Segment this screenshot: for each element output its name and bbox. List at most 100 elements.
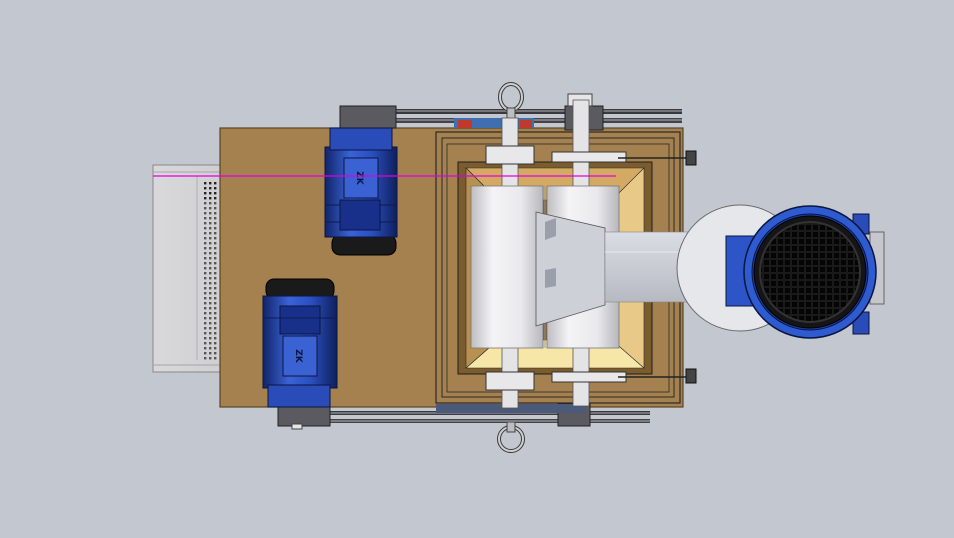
vent-hole xyxy=(204,357,207,360)
vent-hole xyxy=(204,267,207,270)
vent-hole xyxy=(209,247,212,250)
vent-hole xyxy=(214,337,217,340)
vent-hole xyxy=(204,227,207,230)
vent-hole xyxy=(209,222,212,225)
vent-hole xyxy=(209,287,212,290)
vent-hole xyxy=(209,237,212,240)
vent-hole xyxy=(209,202,212,205)
vent-hole xyxy=(204,302,207,305)
vent-hole xyxy=(214,242,217,245)
vent-hole xyxy=(204,317,207,320)
vent-hole xyxy=(204,182,207,185)
vent-hole xyxy=(214,352,217,355)
fan-motor xyxy=(676,204,885,339)
vent-hole xyxy=(214,347,217,350)
vent-hole xyxy=(209,267,212,270)
vent-hole xyxy=(209,352,212,355)
vent-hole xyxy=(214,192,217,195)
vent-hole xyxy=(214,277,217,280)
vent-hole xyxy=(204,242,207,245)
vent-hole xyxy=(204,247,207,250)
vent-hole xyxy=(204,202,207,205)
motor-top-label: ZK xyxy=(354,171,364,186)
vent-hole xyxy=(204,222,207,225)
vent-hole xyxy=(204,297,207,300)
vent-hole xyxy=(209,187,212,190)
vent-hole xyxy=(204,237,207,240)
vent-hole xyxy=(214,282,217,285)
vent-hole xyxy=(204,217,207,220)
vent-hole xyxy=(214,267,217,270)
vent-hole xyxy=(214,212,217,215)
vent-hole xyxy=(209,192,212,195)
vent-hole xyxy=(214,272,217,275)
vent-hole xyxy=(204,332,207,335)
vent-hole xyxy=(204,282,207,285)
vent-hole xyxy=(209,297,212,300)
vent-hole xyxy=(214,332,217,335)
vent-hole xyxy=(214,287,217,290)
vent-hole xyxy=(204,327,207,330)
vent-hole xyxy=(209,322,212,325)
vent-hole xyxy=(214,222,217,225)
vent-hole xyxy=(204,307,207,310)
vent-hole xyxy=(214,187,217,190)
vent-hole xyxy=(214,307,217,310)
vent-hole xyxy=(209,257,212,260)
vent-hole xyxy=(214,312,217,315)
vent-hole xyxy=(209,347,212,350)
vent-hole xyxy=(209,332,212,335)
vent-hole xyxy=(204,347,207,350)
vent-hole xyxy=(214,202,217,205)
vent-hole xyxy=(214,322,217,325)
vent-hole xyxy=(204,212,207,215)
vent-hole xyxy=(214,182,217,185)
vent-hole xyxy=(214,227,217,230)
vent-hole xyxy=(209,342,212,345)
vent-hole xyxy=(204,232,207,235)
vent-hole xyxy=(214,302,217,305)
vent-hole xyxy=(214,207,217,210)
vent-hole xyxy=(209,317,212,320)
vent-hole xyxy=(204,342,207,345)
vent-hole xyxy=(214,357,217,360)
vent-hole xyxy=(214,237,217,240)
control-cabinet xyxy=(152,164,224,373)
vent-hole xyxy=(204,337,207,340)
vent-hole xyxy=(204,352,207,355)
vent-hole xyxy=(209,302,212,305)
vent-hole xyxy=(214,292,217,295)
vent-hole xyxy=(214,247,217,250)
vent-hole xyxy=(204,192,207,195)
cabinet-vent-holes xyxy=(204,182,217,360)
vent-hole xyxy=(214,252,217,255)
vent-hole xyxy=(204,257,207,260)
vent-hole xyxy=(214,197,217,200)
vent-hole xyxy=(204,207,207,210)
vent-hole xyxy=(204,187,207,190)
vent-hole xyxy=(214,217,217,220)
vent-hole xyxy=(204,322,207,325)
vent-hole xyxy=(204,272,207,275)
vent-hole xyxy=(214,232,217,235)
vent-hole xyxy=(209,262,212,265)
vent-hole xyxy=(209,217,212,220)
vent-hole xyxy=(209,232,212,235)
vent-hole xyxy=(209,307,212,310)
vent-hole xyxy=(204,252,207,255)
vent-hole xyxy=(209,182,212,185)
vent-hole xyxy=(204,312,207,315)
vent-hole xyxy=(214,342,217,345)
vent-hole xyxy=(214,297,217,300)
vent-hole xyxy=(209,277,212,280)
vent-hole xyxy=(209,227,212,230)
lifting-eye-bottom xyxy=(497,421,525,453)
lifting-eye-top xyxy=(498,82,524,123)
motor-bottom: ZK xyxy=(262,278,338,408)
vent-hole xyxy=(209,272,212,275)
vent-hole xyxy=(209,312,212,315)
vent-hole xyxy=(209,282,212,285)
vent-hole xyxy=(204,197,207,200)
vent-hole xyxy=(214,257,217,260)
vent-hole xyxy=(209,327,212,330)
